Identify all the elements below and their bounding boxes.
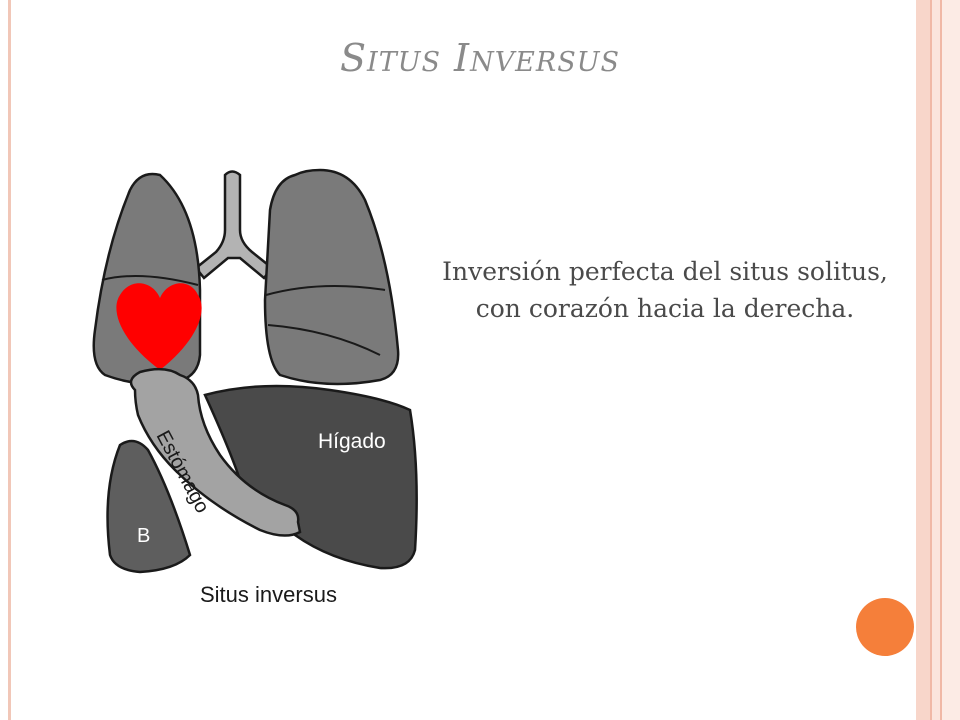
- spleen: [106, 439, 192, 574]
- lung-right: [263, 168, 400, 386]
- lung-right-fissure-1: [265, 285, 386, 296]
- stomach: [129, 367, 302, 537]
- lung-left-fissure: [101, 275, 199, 286]
- trachea: [194, 170, 274, 280]
- accent-dot: [856, 598, 914, 656]
- heart-icon: [116, 283, 202, 370]
- frame-left-border: [8, 0, 11, 720]
- lung-right-fissure-2: [267, 324, 381, 356]
- body-text: Inversión perfecta del situs solitus, co…: [442, 257, 888, 323]
- situs-inversus-diagram: Hígado Estómago B Situs inversus: [92, 168, 418, 607]
- frame-right-border: [916, 0, 960, 720]
- spleen-label: B: [137, 525, 150, 547]
- liver-label: Hígado: [318, 430, 386, 453]
- diagram-caption: Situs inversus: [200, 582, 337, 607]
- slide-title: Situs Inversus: [340, 36, 620, 80]
